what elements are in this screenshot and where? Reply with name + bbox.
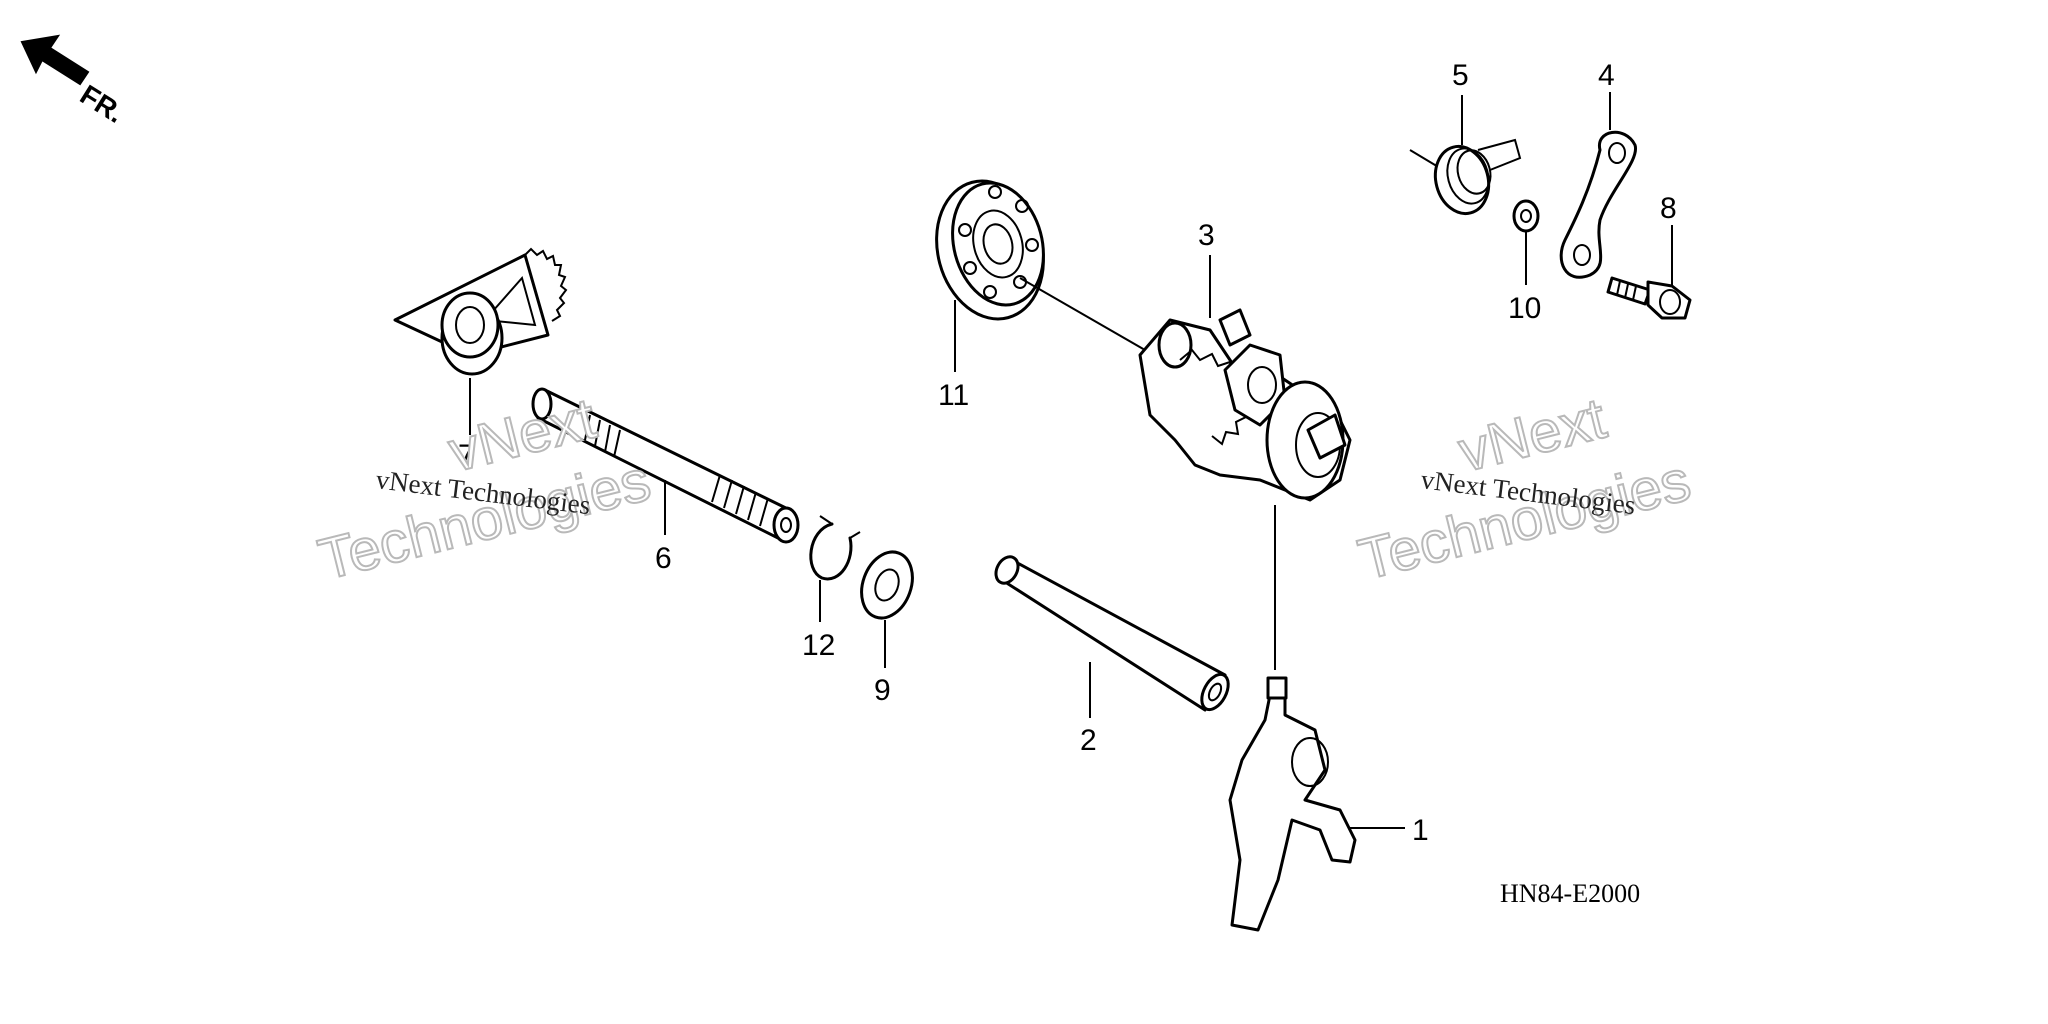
watermark-left: vNext Technologies vNext Technologies <box>311 385 657 594</box>
part-10-washer[interactable] <box>1512 199 1540 233</box>
callout-12: 12 <box>802 629 835 662</box>
part-2-shift-fork-shaft[interactable] <box>992 553 1234 714</box>
callout-7: 7 <box>458 439 475 472</box>
callout-2: 2 <box>1080 724 1097 757</box>
watermark-right: vNext Technologies vNext Technologies <box>1351 385 1697 594</box>
part-7-gearshift-arm[interactable] <box>393 247 568 376</box>
callout-1: 1 <box>1412 814 1429 847</box>
part-11-ball-bearing[interactable] <box>922 169 1059 331</box>
part-3-shift-drum[interactable] <box>1138 308 1352 502</box>
part-1-shift-fork[interactable] <box>1228 676 1357 932</box>
callout-3: 3 <box>1198 219 1215 252</box>
callout-6: 6 <box>655 542 672 575</box>
callout-9: 9 <box>874 674 891 707</box>
callout-5: 5 <box>1452 59 1469 92</box>
front-direction-label: FR. <box>75 79 130 129</box>
callout-10: 10 <box>1508 292 1541 325</box>
diagram-code: HN84-E2000 <box>1500 879 1640 908</box>
callout-8: 8 <box>1660 192 1677 225</box>
front-direction-indicator: FR. <box>20 34 130 129</box>
part-9-washer[interactable] <box>853 545 921 625</box>
part-4-stopper-arm[interactable] <box>1559 130 1637 279</box>
part-5-return-spring[interactable] <box>1409 138 1522 220</box>
callout-11: 11 <box>938 379 969 412</box>
part-8-bolt[interactable] <box>1606 276 1692 320</box>
callout-4: 4 <box>1598 59 1615 92</box>
front-arrow-icon <box>20 34 90 86</box>
part-12-circlip[interactable] <box>809 515 861 581</box>
part-6-gearshift-spindle[interactable] <box>531 387 800 544</box>
